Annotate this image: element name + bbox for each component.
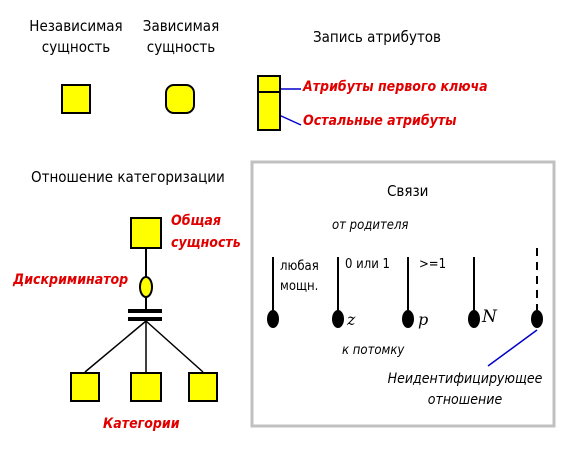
- non-identifying-label: Неидентифицирующее отношение: [387, 371, 543, 408]
- category-entity-2: [130, 372, 162, 402]
- general-entity-icon: [130, 217, 162, 249]
- categories-note: Категории: [103, 416, 180, 432]
- relations-title: Связи: [387, 182, 429, 200]
- zero-or-one-dot: [332, 310, 344, 328]
- category-entity-1: [70, 372, 100, 402]
- category-entity-3: [188, 372, 218, 402]
- any-power-dot: [267, 310, 279, 328]
- dependent-entity-label: Зависимая сущность: [142, 17, 220, 56]
- dependent-entity-icon: [165, 84, 195, 114]
- other-attr-connector: [278, 114, 302, 126]
- any-power-label: любая мощн.: [280, 259, 319, 294]
- non-identifying-connector: [487, 329, 538, 367]
- first-key-attributes-note: Атрибуты первого ключа: [303, 79, 488, 95]
- relations-panel: [250, 160, 556, 428]
- from-parent-label: от родителя: [332, 218, 409, 233]
- independent-entity-label: Независимая сущность: [29, 17, 123, 56]
- one-or-more-label: >=1: [419, 257, 447, 272]
- to-child-label: к потомку: [342, 343, 405, 358]
- exact-n-dot: [468, 310, 480, 328]
- category-bar-top: [128, 309, 162, 313]
- category-bar-bottom: [128, 317, 162, 321]
- attribute-record-label: Запись атрибутов: [313, 28, 442, 46]
- categorization-title: Отношение категоризации: [31, 168, 225, 186]
- n-marker: N: [482, 307, 497, 327]
- attribute-record-icon: [257, 75, 281, 131]
- discriminator-note: Дискриминатор: [13, 272, 129, 288]
- key-divider: [259, 91, 279, 93]
- independent-entity-icon: [61, 84, 91, 114]
- one-or-more-dot: [402, 310, 414, 328]
- non-identifying-dot: [531, 310, 543, 328]
- p-marker: p: [418, 310, 429, 329]
- zero-or-one-label: 0 или 1: [345, 257, 390, 272]
- z-marker: z: [347, 310, 356, 329]
- other-attributes-note: Остальные атрибуты: [303, 113, 457, 129]
- general-entity-note: Общая сущность: [171, 213, 241, 251]
- discriminator-icon: [139, 276, 153, 298]
